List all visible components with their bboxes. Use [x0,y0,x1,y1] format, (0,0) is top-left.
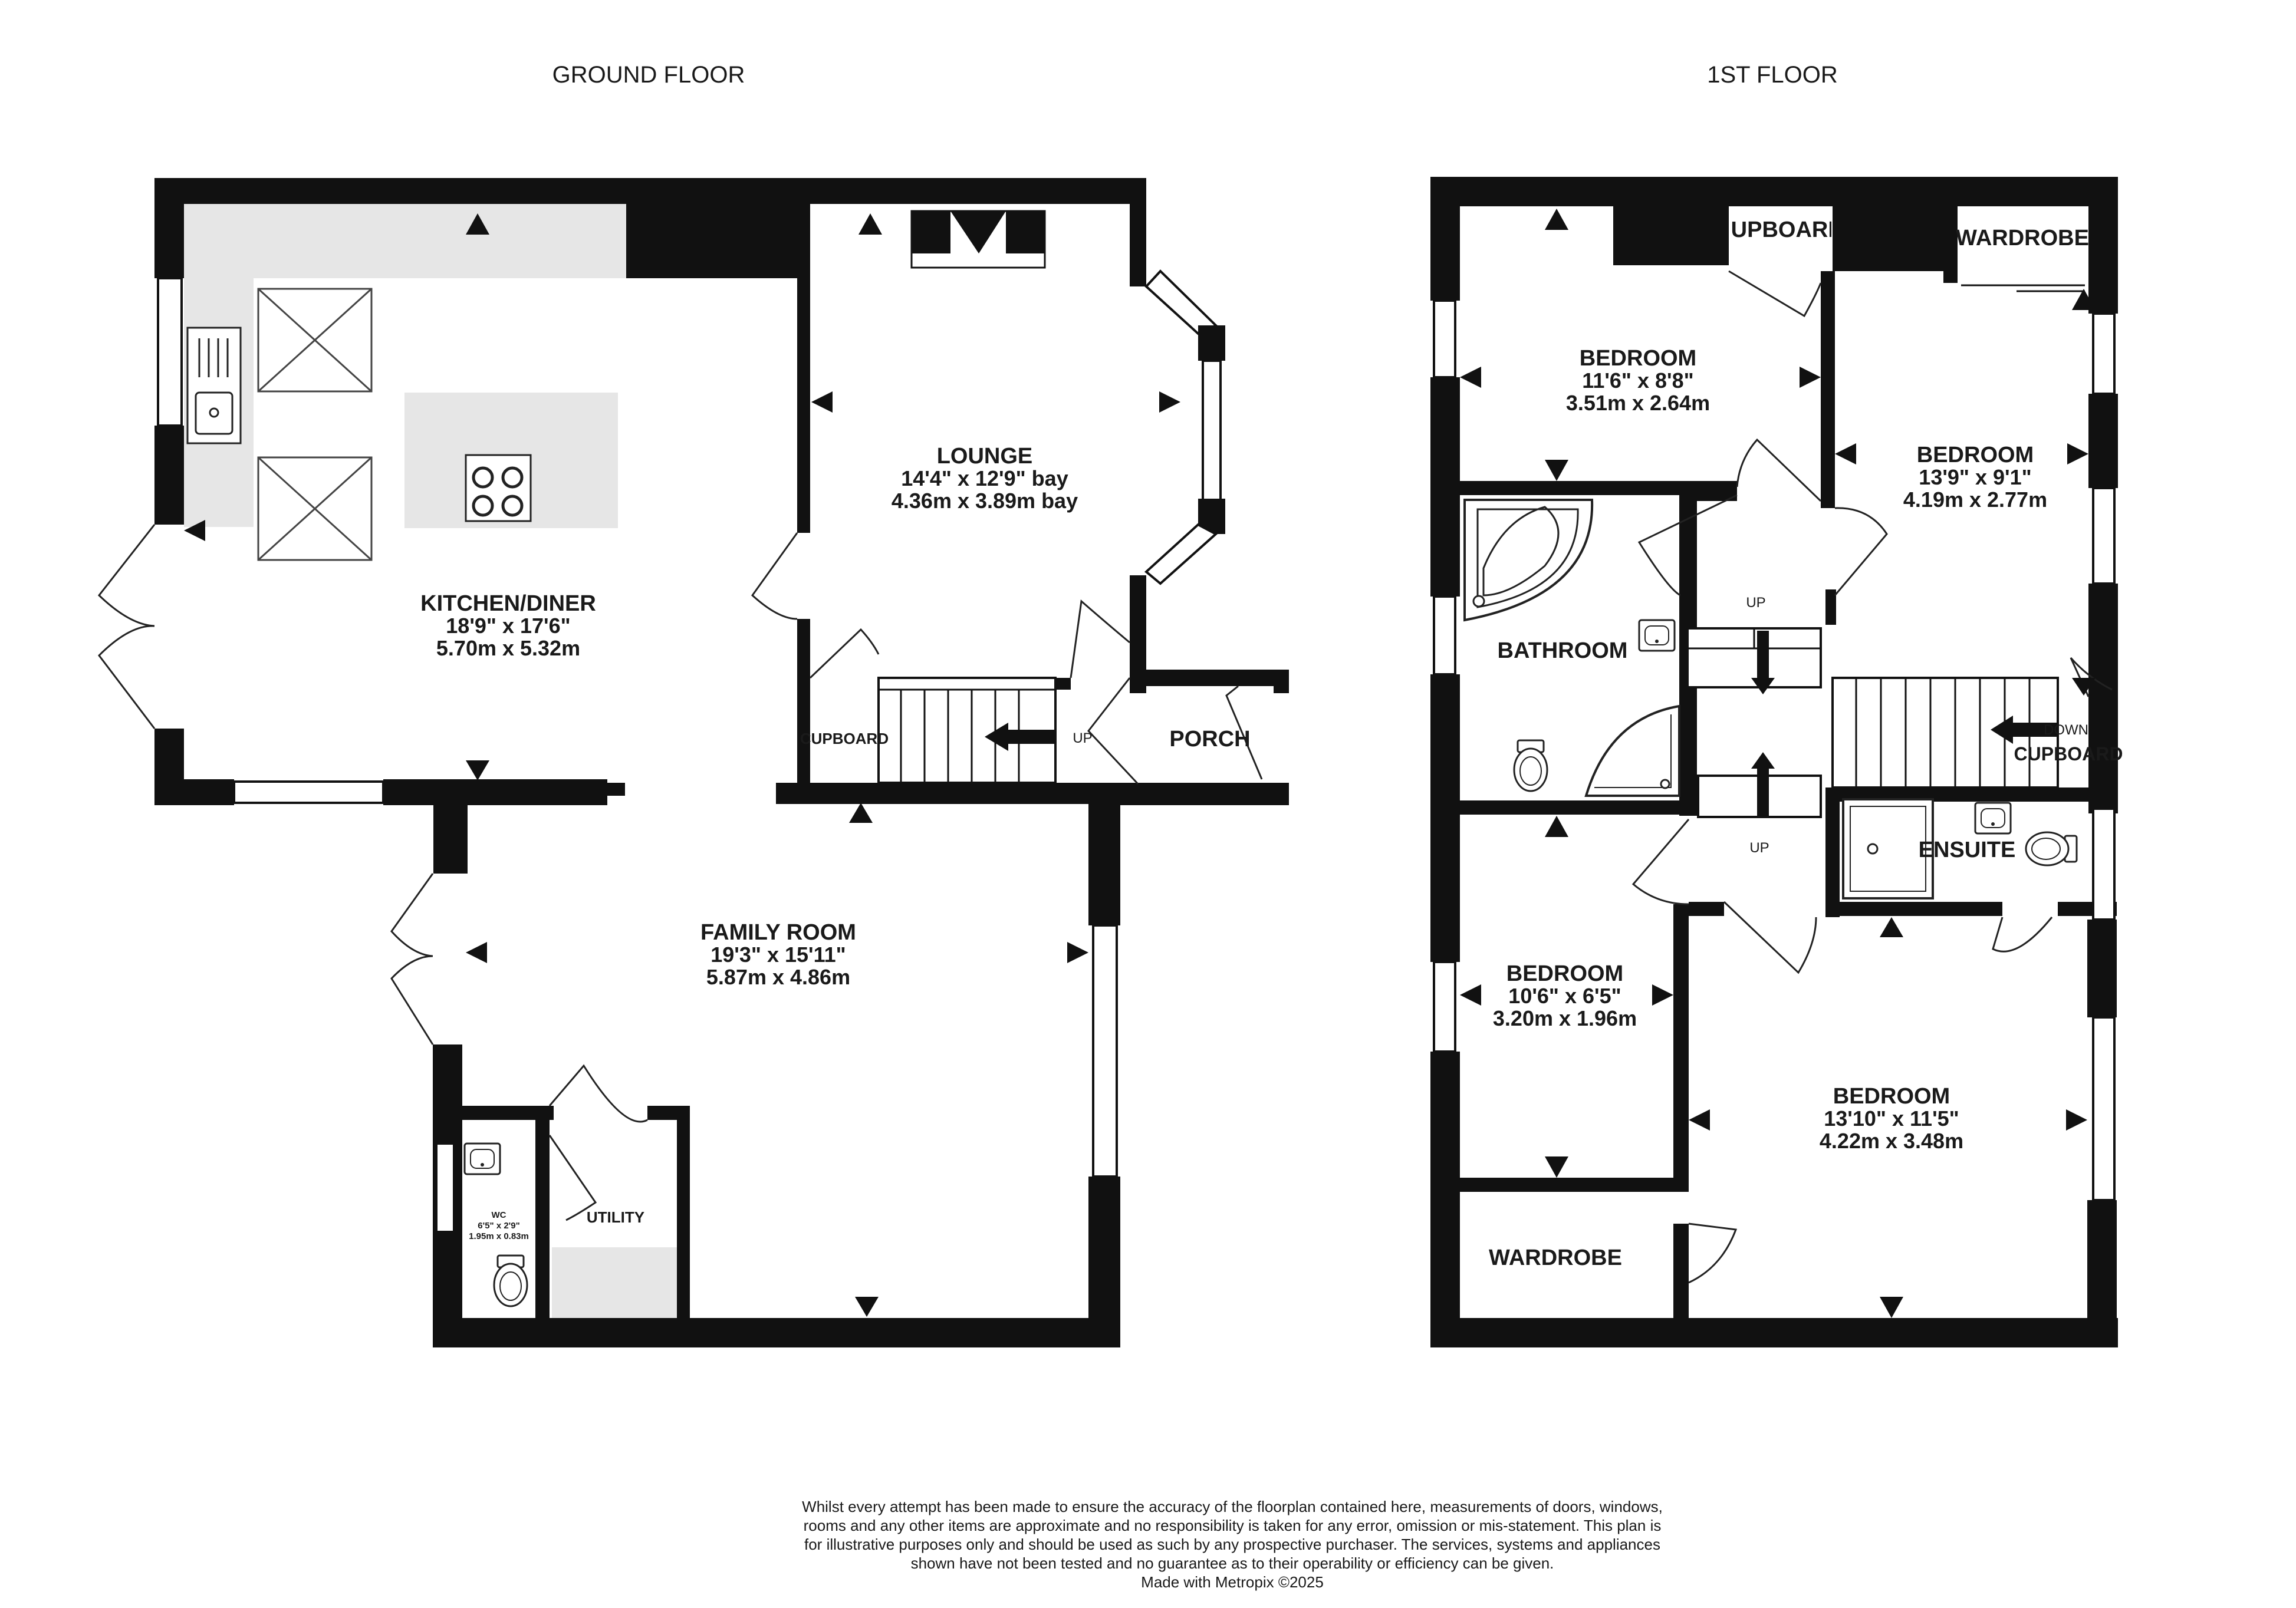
kitchen-metric: 5.70m x 5.32m [436,636,580,660]
family-metric: 5.87m x 4.86m [706,965,850,989]
kitchen-fixtures [184,204,626,528]
wardrobe-top-fixture [1958,206,2088,292]
kitchen-skylights [257,288,373,561]
ensuite-name: ENSUITE [1919,838,2016,862]
first-stairs-down: DOWN [2044,722,2088,738]
wardrobe-bottom-name: WARDROBE [1489,1245,1622,1270]
cupboard-landing-name: CUPBOARD [2014,743,2123,765]
bed3-imperial: 10'6" x 6'5" [1508,984,1621,1008]
lounge-name: LOUNGE [937,444,1033,469]
first-stairs-up-top: UP [1746,595,1765,611]
bed1-name: BEDROOM [1580,346,1696,371]
kitchen-name: KITCHEN/DINER [420,591,596,616]
first-floor-walls [1430,177,2118,1347]
bed4-name: BEDROOM [1833,1084,1950,1109]
family-name: FAMILY ROOM [700,920,856,945]
bed3-metric: 3.20m x 1.96m [1493,1006,1637,1030]
bed2-metric: 4.19m x 2.77m [1903,487,2047,512]
ground-floor-walls [154,178,1289,1347]
first-doors [1631,270,2113,1284]
bed4-metric: 4.22m x 3.48m [1820,1129,1963,1153]
wc-name: WC [492,1210,506,1220]
bed3-label: BEDROOM 10'6" x 6'5" 3.20m x 1.96m [1493,961,1637,1030]
lounge-label: LOUNGE 14'4" x 12'9" bay 4.36m x 3.89m b… [892,444,1078,513]
ground-dimension-arrows [184,213,1180,1317]
first-floor-title: 1ST FLOOR [1707,62,1838,88]
ensuite-fixtures [1842,798,1934,899]
wc-label: WC 6'5" x 2'9" 1.95m x 0.83m [469,1210,529,1241]
lounge-bay-window [1144,269,1225,585]
utility-name: UTILITY [587,1208,644,1226]
ensuite-toilet-icon [2025,831,2078,866]
lounge-metric: 4.36m x 3.89m bay [892,489,1078,513]
first-windows [1433,299,2116,1201]
bed1-label: BEDROOM 11'6" x 8'8" 3.51m x 2.64m [1566,346,1710,415]
ground-windows [157,277,1118,1233]
first-dimension-arrows [1460,209,2096,1318]
cupboard-ground-name: CUPBOARD [800,730,889,747]
bed2-imperial: 13'9" x 9'1" [1919,465,2031,489]
cupboard-top-name: CUPBOARD [1715,218,1844,242]
family-label: FAMILY ROOM 19'3" x 15'11" 5.87m x 4.86m [700,920,856,989]
bed1-metric: 3.51m x 2.64m [1566,391,1710,415]
wc-metric: 1.95m x 0.83m [469,1231,529,1241]
bathroom-toilet-icon [1513,739,1548,792]
disclaimer-text: Whilst every attempt has been made to en… [802,1498,1663,1572]
lounge-imperial: 14'4" x 12'9" bay [901,466,1068,490]
wc-basin-icon [463,1142,501,1175]
bathroom-fixtures [1463,499,1680,797]
bed1-imperial: 11'6" x 8'8" [1582,368,1693,393]
family-imperial: 19'3" x 15'11" [710,943,846,967]
bed3-name: BEDROOM [1506,961,1623,986]
ground-floor-title: GROUND FLOOR [552,62,745,88]
bed4-imperial: 13'10" x 11'5" [1824,1106,1959,1131]
ground-stairs [877,677,1057,784]
bed2-name: BEDROOM [1917,443,2034,467]
disclaimer-credit: Made with Metropix ©2025 [1141,1573,1324,1591]
bed4-label: BEDROOM 13'10" x 11'5" 4.22m x 3.48m [1820,1084,1963,1153]
wc-imperial: 6'5" x 2'9" [478,1221,519,1231]
first-stairs-up-bottom: UP [1749,840,1769,856]
first-stairs [1686,627,2059,818]
wc-toilet-icon [493,1254,528,1307]
kitchen-imperial: 18'9" x 17'6" [446,614,570,638]
ground-doors [97,524,1263,1221]
kitchen-label: KITCHEN/DINER 18'9" x 17'6" 5.70m x 5.32… [420,591,596,660]
disclaimer: Whilst every attempt has been made to en… [796,1497,1669,1591]
wardrobe-top-name: WARDROBE [1956,226,2089,251]
utility-worktop [552,1247,677,1318]
ground-stairs-up: UP [1073,730,1092,746]
bathroom-name: BATHROOM [1498,638,1628,663]
bed2-label: BEDROOM 13'9" x 9'1" 4.19m x 2.77m [1903,443,2047,512]
lounge-fireplace [910,210,1046,269]
bathroom-basin-icon [1638,619,1676,652]
ensuite-basin-icon [1974,802,2012,835]
porch-name: PORCH [1169,727,1250,752]
